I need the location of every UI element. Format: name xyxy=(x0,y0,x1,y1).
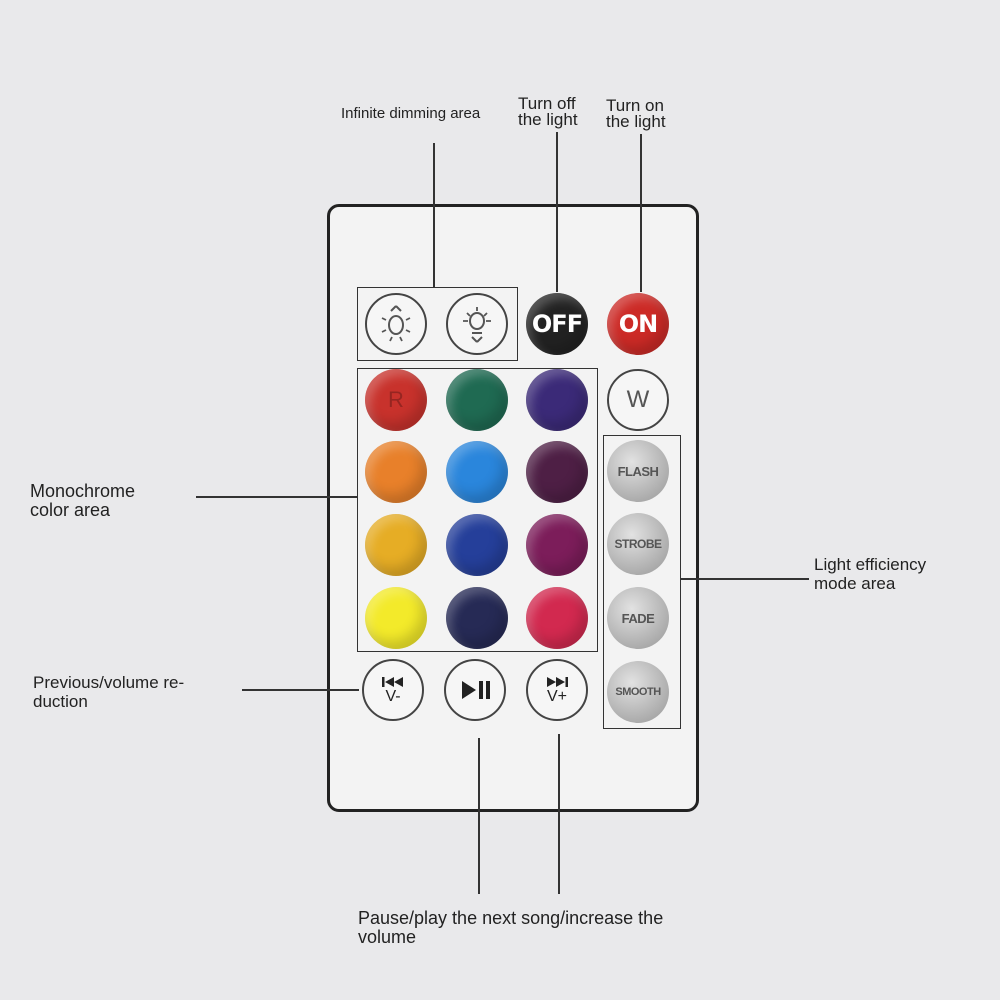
color-button-pink[interactable] xyxy=(526,587,588,649)
next-button-sub: V+ xyxy=(546,688,567,705)
fade-button-label: FADE xyxy=(621,610,655,626)
mode-area-box xyxy=(603,435,681,729)
white-button[interactable]: W xyxy=(607,369,669,431)
brightness-up-icon xyxy=(463,307,491,343)
leader-monochrome xyxy=(196,496,357,498)
color-button-magenta[interactable] xyxy=(526,514,588,576)
color-button-sky-blue[interactable] xyxy=(446,441,508,503)
strobe-button[interactable]: STROBE xyxy=(607,513,669,575)
color-button-blue[interactable] xyxy=(526,369,588,431)
label-infinite-dimming: Infinite dimming area xyxy=(341,105,481,122)
color-button-red[interactable]: R xyxy=(365,369,427,431)
label-light-efficiency: Light efficiency mode area xyxy=(814,555,927,593)
label-turn-on: Turn on the light xyxy=(606,96,666,131)
leader-mode xyxy=(681,578,809,580)
brightness-down-button[interactable] xyxy=(365,293,427,355)
on-button-label: ON xyxy=(618,310,658,338)
label-monochrome: Monochrome color area xyxy=(30,481,136,520)
color-button-royal-blue[interactable] xyxy=(446,514,508,576)
label-pause-play: Pause/play the next song/increase the vo… xyxy=(358,908,664,947)
next-button[interactable]: V+ xyxy=(526,659,588,721)
color-button-navy[interactable] xyxy=(446,587,508,649)
leader-dimming xyxy=(433,143,435,287)
color-button-amber[interactable] xyxy=(365,514,427,576)
smooth-button[interactable]: SMOOTH xyxy=(607,661,669,723)
color-area-box xyxy=(357,368,598,652)
on-button[interactable]: ON xyxy=(607,293,669,355)
off-button[interactable]: OFF xyxy=(526,293,588,355)
leader-on xyxy=(640,134,642,292)
brightness-down-icon xyxy=(381,305,411,342)
leader-play xyxy=(478,738,480,894)
flash-button[interactable]: FLASH xyxy=(607,440,669,502)
color-button-red-label: R xyxy=(388,387,404,412)
strobe-button-label: STROBE xyxy=(614,537,662,551)
color-button-orange[interactable] xyxy=(365,441,427,503)
label-turn-off: Turn off the light xyxy=(518,94,578,129)
previous-button[interactable]: V- xyxy=(362,659,424,721)
previous-button-sub: V- xyxy=(385,688,401,705)
white-button-label: W xyxy=(626,386,650,413)
off-button-label: OFF xyxy=(531,310,583,338)
color-button-green[interactable] xyxy=(446,369,508,431)
leader-off xyxy=(556,132,558,292)
dimming-area-box xyxy=(357,287,518,361)
next-icon xyxy=(547,677,568,687)
color-button-yellow[interactable] xyxy=(365,587,427,649)
fade-button[interactable]: FADE xyxy=(607,587,669,649)
leader-next xyxy=(558,734,560,894)
label-previous: Previous/volume re- duction xyxy=(33,673,185,711)
flash-button-label: FLASH xyxy=(617,463,659,479)
color-button-plum[interactable] xyxy=(526,441,588,503)
leader-previous xyxy=(242,689,359,691)
previous-icon xyxy=(382,677,403,687)
play-pause-button[interactable] xyxy=(444,659,506,721)
brightness-up-button[interactable] xyxy=(446,293,508,355)
smooth-button-label: SMOOTH xyxy=(615,686,661,698)
play-pause-icon xyxy=(462,681,490,699)
